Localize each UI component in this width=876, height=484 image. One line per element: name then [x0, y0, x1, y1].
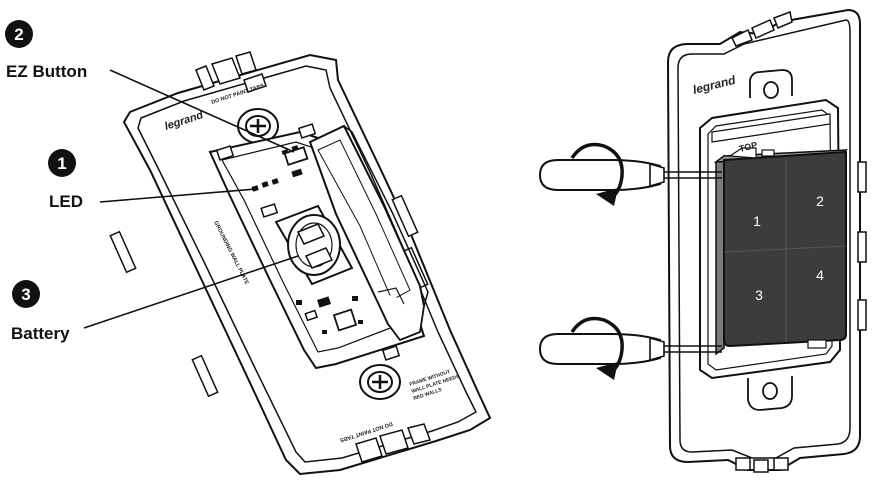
callout-label: LED [49, 192, 83, 211]
key-1-label: 1 [753, 213, 761, 229]
screwdriver-handle-ferrule [649, 162, 665, 188]
right-side-clips [857, 161, 867, 331]
right-mounting-frame-inner [707, 109, 833, 371]
callout-badge [48, 149, 76, 177]
callout-number: 1 [57, 154, 66, 173]
leader-line [99, 188, 257, 203]
right-top-hole [763, 81, 779, 99]
keypad-side [715, 154, 725, 356]
open-keypad-cover [308, 124, 429, 342]
keypad-tab [761, 149, 775, 157]
left-top-tabs [195, 51, 267, 93]
left-bottom-tabs [355, 423, 431, 463]
ez-button [283, 146, 309, 166]
rotate-arrow-icon [570, 316, 624, 376]
screwdriver-icon [538, 333, 661, 365]
battery-contact [296, 223, 326, 245]
led-components [251, 145, 303, 218]
top-label: TOP [728, 140, 758, 159]
screwdriver-handle-ferrule [649, 336, 665, 362]
right-device: 1 2 3 4 TOP legrand [666, 8, 867, 473]
right-inner-plate-rim [677, 19, 851, 459]
key-4-label: 4 [816, 267, 824, 283]
callout-battery: 3 Battery [11, 255, 299, 343]
screwdriver-icon [538, 159, 661, 191]
callout-led: 1 LED [48, 149, 257, 211]
callout-label: Battery [11, 324, 70, 343]
left-inner-plate-rim [137, 65, 477, 463]
keypad-tab [807, 339, 827, 349]
hinge-blocks [215, 123, 401, 361]
callout-badge [12, 280, 40, 308]
key-2-label: 2 [816, 193, 824, 209]
left-top-screw [237, 108, 279, 144]
battery-holder [274, 204, 354, 286]
right-bottom-tabs [735, 457, 789, 473]
callout-number: 2 [14, 25, 23, 44]
rotate-arrow-icon [570, 142, 624, 202]
keypad-divider [723, 245, 847, 253]
rotate-arrow-head [596, 362, 618, 380]
top-label-text: TOP [738, 140, 758, 154]
leader-line [109, 69, 295, 153]
key-3-label: 3 [755, 287, 763, 303]
right-frame-strip [711, 113, 831, 143]
rotate-arrow-head [596, 188, 618, 206]
callout-label: EZ Button [6, 62, 87, 81]
callout-ez-button: 2 EZ Button [5, 20, 295, 153]
left-bottom-screw [359, 364, 401, 400]
battery-contact [304, 247, 334, 269]
left-device: legrand DO NOT PAINT TABS GROUNDING WALL… [109, 51, 492, 476]
callout-number: 3 [21, 285, 30, 304]
screwdriver-top [538, 142, 722, 206]
leader-line [83, 255, 299, 329]
right-top-tabs [730, 10, 793, 47]
right-bottom-hole [762, 382, 778, 400]
callout-badge [5, 20, 33, 48]
lower-components [296, 296, 363, 334]
screwdriver-bottom [538, 316, 722, 380]
